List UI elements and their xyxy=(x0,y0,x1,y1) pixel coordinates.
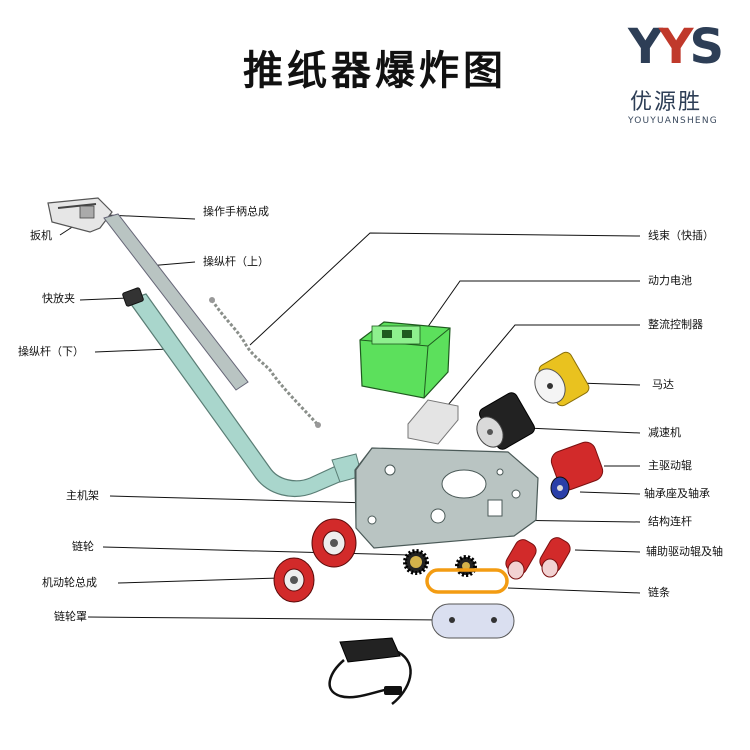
reducer xyxy=(476,392,535,450)
label-aux-roller: 辅助驱动辊及轴 xyxy=(646,545,723,558)
leader-handle-assembly xyxy=(106,214,196,220)
label-quick-clip: 快放夹 xyxy=(42,292,75,305)
label-trigger: 扳机 xyxy=(30,229,52,242)
sprocket-left xyxy=(403,549,429,575)
main-frame xyxy=(354,447,539,549)
charger xyxy=(328,637,412,705)
label-main-frame: 主机架 xyxy=(66,489,99,502)
leader-lower-rod xyxy=(94,348,171,353)
label-harness: 线束（快插） xyxy=(648,229,714,242)
leader-battery xyxy=(419,280,640,339)
brand-letters: YYS xyxy=(628,19,725,75)
brand-letter-y2: Y xyxy=(658,19,694,75)
leader-motor xyxy=(577,382,641,386)
handle-assembly xyxy=(47,197,113,233)
label-upper-rod: 操纵杆（上） xyxy=(203,255,269,268)
brand-letter-y1: Y xyxy=(628,19,663,75)
harness xyxy=(209,297,321,428)
battery xyxy=(359,321,451,399)
leader-main-frame xyxy=(109,495,371,504)
page-title: 推纸器爆炸图 xyxy=(243,47,507,94)
leader-aux-roller xyxy=(574,549,641,553)
label-wheel-assembly: 机动轮总成 xyxy=(42,576,97,589)
controller xyxy=(407,399,459,445)
motor xyxy=(534,351,590,407)
drive-wheel-upper xyxy=(311,518,357,568)
brand-name-cn: 优源胜 xyxy=(630,90,703,115)
brand-letter-s: S xyxy=(689,19,725,75)
leader-controller xyxy=(447,324,640,406)
brand-name-pinyin: YOUYUANSHENG xyxy=(628,116,718,126)
label-battery: 动力电池 xyxy=(648,274,692,287)
leader-chain xyxy=(507,587,641,594)
sprocket-cover xyxy=(431,603,515,639)
leader-sprocket-cover xyxy=(87,616,446,621)
chain xyxy=(425,568,509,594)
leader-bearing xyxy=(579,491,641,495)
label-bearing: 轴承座及轴承 xyxy=(644,487,710,500)
upper-rod xyxy=(103,213,249,391)
leader-sprocket xyxy=(102,546,411,556)
sprocket-right xyxy=(455,555,477,577)
label-chain: 链条 xyxy=(648,586,670,599)
lower-rod xyxy=(122,287,363,497)
leader-reducer xyxy=(526,427,641,434)
leader-wheel xyxy=(117,577,281,584)
label-link-rod: 结构连杆 xyxy=(648,515,692,528)
drive-wheel-lower xyxy=(273,557,315,603)
leader-lines xyxy=(59,214,641,621)
main-roller xyxy=(550,441,604,500)
label-sprocket-cover: 链轮罩 xyxy=(54,610,87,623)
aux-rollers xyxy=(505,537,571,580)
label-lower-rod: 操纵杆（下） xyxy=(18,345,84,358)
leader-harness xyxy=(249,232,641,346)
label-reducer: 减速机 xyxy=(648,426,681,439)
label-motor: 马达 xyxy=(652,378,674,391)
leader-quick-clip xyxy=(79,297,129,301)
label-main-roller: 主驱动辊 xyxy=(648,459,692,472)
label-sprocket: 链轮 xyxy=(72,540,94,553)
label-handle-assembly: 操作手柄总成 xyxy=(203,205,269,218)
label-controller: 整流控制器 xyxy=(648,318,703,331)
